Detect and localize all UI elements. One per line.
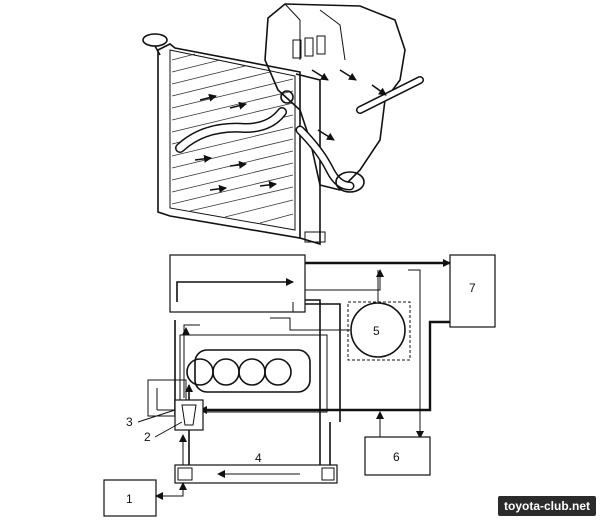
cooling-schematic: 7 5 6 3 2 4 [103, 254, 496, 517]
throttle-body-5 [350, 302, 406, 358]
watermark-badge: toyota-club.net [498, 496, 596, 516]
water-pump-icon [335, 171, 365, 193]
spark-plug-icons [292, 35, 326, 59]
dashed-zone [347, 301, 411, 361]
engine-radiator-illustration [142, 3, 424, 246]
radiator-cap-icon [142, 33, 168, 47]
label-1: 1 [126, 492, 133, 506]
label-3: 3 [126, 415, 133, 429]
thermostat-icon [181, 404, 197, 426]
bypass-box-3 [147, 379, 187, 417]
heater-valve-box-6 [364, 436, 431, 476]
cylinder-icons [186, 358, 292, 386]
radiator-fins [171, 53, 294, 224]
label-4: 4 [255, 451, 262, 465]
label-5: 5 [373, 324, 380, 338]
heater-core-box-7 [449, 254, 496, 328]
label-6: 6 [393, 450, 400, 464]
cylinder-head-box [169, 254, 306, 313]
engine-block-box [179, 334, 328, 413]
label-2: 2 [144, 430, 151, 444]
flow-arrows-illustration [194, 69, 387, 193]
label-7: 7 [469, 281, 476, 295]
